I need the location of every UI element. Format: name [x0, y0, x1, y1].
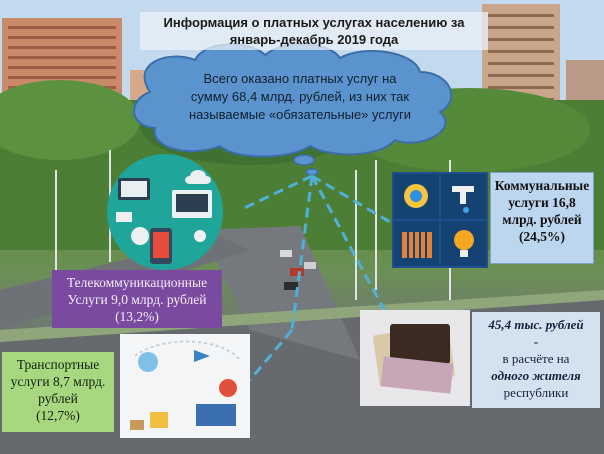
- per-resident-amount: 45,4 тыс. рублей: [488, 317, 584, 332]
- telecom-line: Услуги 9,0 млрд. рублей: [67, 292, 207, 307]
- utilities-icon-panel: [392, 172, 488, 268]
- utilities-line: (24,5%): [518, 229, 566, 244]
- location-pin-icon: [219, 379, 237, 397]
- cloud-icon: [185, 170, 211, 184]
- cloud-line: сумму 68,4 млрд. рублей, из них так: [190, 89, 410, 104]
- utilities-box: Коммунальные услуги 16,8 млрд. рублей (2…: [490, 172, 594, 264]
- title-line: Информация о платных услугах населению з…: [163, 15, 465, 30]
- per-resident-line: в расчёте на: [502, 351, 570, 366]
- telecom-box: Телекоммуникационные Услуги 9,0 млрд. ру…: [52, 270, 222, 328]
- transport-line: Транспортные: [16, 357, 100, 372]
- money-photo: [360, 310, 470, 406]
- page-title: Информация о платных услугах населению з…: [140, 12, 488, 50]
- water-tap-icon: [452, 186, 474, 204]
- telecom-line: Телекоммуникационные: [66, 275, 208, 290]
- transport-line: рублей: [38, 391, 78, 406]
- per-resident-dash: -: [533, 334, 539, 349]
- forklift-icon: [150, 412, 168, 428]
- airplane-icon: [194, 350, 210, 362]
- car: [284, 282, 298, 290]
- title-line: январь-декабрь 2019 года: [229, 32, 399, 47]
- telecom-line: (13,2%): [115, 309, 159, 324]
- search-icon: [194, 230, 206, 242]
- per-resident-box: 45,4 тыс. рублей - в расчёте на одного ж…: [472, 312, 600, 408]
- car: [304, 262, 316, 269]
- light-bulb-icon: [454, 230, 474, 250]
- telecom-illustration: [107, 154, 223, 270]
- utilities-line: Коммунальные: [494, 178, 590, 193]
- cloud-line: Всего оказано платных услуг на: [203, 71, 397, 86]
- car: [280, 250, 292, 257]
- person-icon: [138, 352, 158, 372]
- car: [290, 268, 304, 276]
- per-resident-line: республики: [503, 385, 569, 400]
- road-verge: [0, 290, 604, 342]
- mail-icon: [116, 212, 132, 222]
- transport-line: услуги 8,7 млрд.: [10, 374, 106, 389]
- connector-lines: [239, 174, 397, 381]
- utilities-line: млрд. рублей: [502, 212, 582, 227]
- transport-box: Транспортные услуги 8,7 млрд. рублей (12…: [2, 352, 114, 432]
- globe-icon: [131, 227, 149, 245]
- cloud-line: называемые «обязательные» услуги: [189, 107, 411, 122]
- road-center: [200, 226, 360, 360]
- radiator-icon: [402, 232, 432, 258]
- passport-icon: [390, 324, 450, 364]
- transport-line: (12,7%): [36, 408, 80, 423]
- transport-illustration: [120, 334, 250, 438]
- box-icon: [130, 420, 144, 430]
- utilities-line: услуги 16,8: [508, 195, 576, 210]
- per-resident-line: одного жителя: [491, 368, 581, 383]
- truck-icon: [196, 404, 236, 426]
- cloud-text: Всего оказано платных услуг на сумму 68,…: [172, 70, 428, 124]
